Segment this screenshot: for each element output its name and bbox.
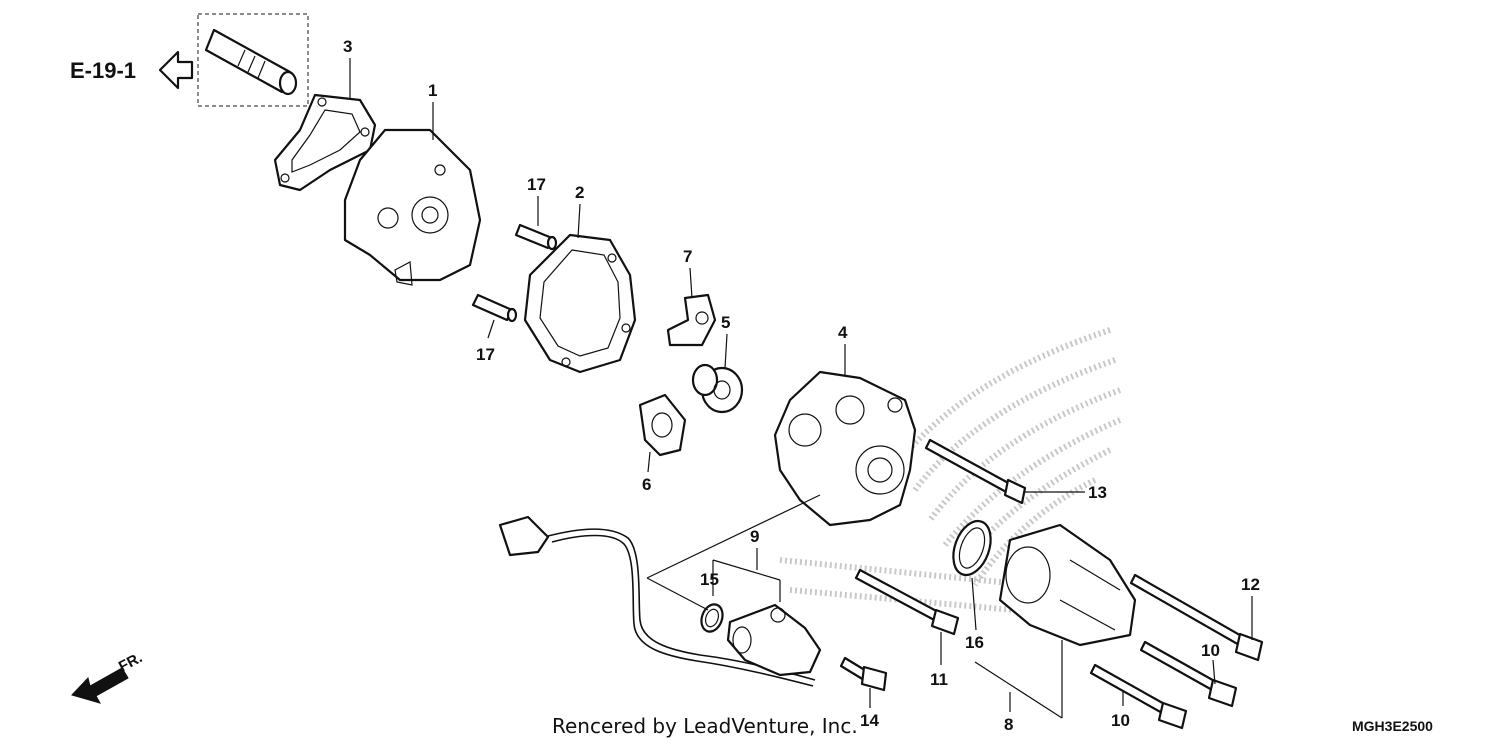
front-direction-arrow-icon	[71, 667, 129, 704]
front-direction-indicator: FR.	[71, 649, 145, 704]
part-10-bolt-upper[interactable]	[1139, 640, 1238, 708]
reference-label: E-19-1	[70, 58, 136, 83]
part-16-o-ring[interactable]	[946, 516, 997, 580]
part-14-bolt[interactable]	[839, 656, 888, 692]
callout-5: 5	[721, 313, 730, 332]
part-1-cover[interactable]	[343, 128, 482, 286]
callout-10-lower: 10	[1111, 711, 1130, 730]
reference-e-19-1[interactable]: E-19-1	[70, 50, 194, 90]
callout-10-upper: 10	[1201, 641, 1220, 660]
part-4-housing[interactable]	[773, 370, 917, 527]
part-3-gasket[interactable]	[273, 93, 377, 192]
diagram-code: MGH3E2500	[1352, 718, 1433, 734]
callout-3: 3	[343, 37, 352, 56]
callout-15: 15	[700, 570, 719, 589]
callout-17-bottom: 17	[476, 345, 495, 364]
render-credit: Rencered by LeadVenture, Inc.	[552, 714, 858, 738]
callout-16: 16	[965, 633, 984, 652]
part-17-dowel-bottom[interactable]	[471, 293, 518, 323]
part-13-bolt[interactable]	[924, 438, 1027, 505]
leader-lines	[349, 58, 1253, 719]
part-17-dowel-top[interactable]	[514, 223, 558, 251]
callout-12: 12	[1241, 575, 1260, 594]
part-6-gear[interactable]	[638, 393, 687, 457]
callout-14: 14	[860, 711, 879, 730]
callout-7: 7	[683, 247, 692, 266]
brand-wing-watermark	[779, 327, 1122, 618]
callout-13: 13	[1088, 483, 1107, 502]
part-8-motor[interactable]	[998, 523, 1137, 647]
callout-11: 11	[930, 670, 948, 689]
part-2-gasket[interactable]	[523, 233, 637, 374]
part-10-bolt-lower[interactable]	[1089, 663, 1188, 730]
callout-2: 2	[575, 183, 584, 202]
callout-9: 9	[750, 527, 759, 546]
callout-6: 6	[642, 475, 651, 494]
part-9-sensor-harness[interactable]	[498, 515, 822, 687]
part-7-bracket[interactable]	[666, 293, 717, 347]
callout-17-top: 17	[527, 175, 546, 194]
callout-8: 8	[1004, 715, 1013, 734]
callout-4: 4	[838, 323, 848, 342]
part-12-bolt[interactable]	[1129, 573, 1264, 662]
shaft-detail	[197, 13, 309, 107]
reference-arrow-icon	[158, 50, 194, 90]
part-15-o-ring[interactable]	[698, 601, 726, 634]
part-11-bolt[interactable]	[854, 568, 960, 636]
part-5-gear[interactable]	[691, 363, 744, 414]
callout-1: 1	[428, 81, 437, 100]
